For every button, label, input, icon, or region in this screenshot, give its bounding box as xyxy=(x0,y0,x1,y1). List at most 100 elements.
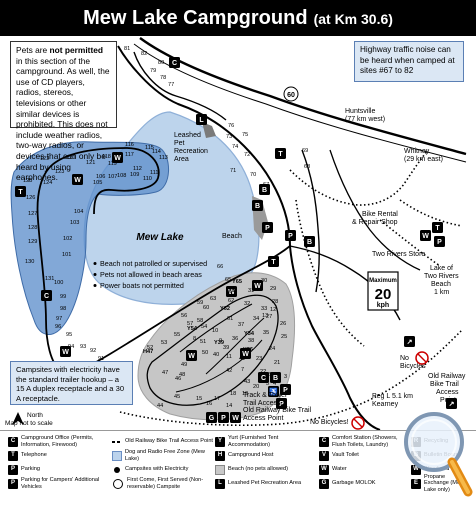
campsite-58[interactable]: 58 xyxy=(197,318,203,324)
campsite-27[interactable]: 27 xyxy=(266,314,272,320)
campsite-123[interactable]: 123 xyxy=(55,169,64,175)
campsite-128[interactable]: 128 xyxy=(28,225,37,231)
campsite-74[interactable]: 74 xyxy=(232,144,238,150)
campsite-34[interactable]: 34 xyxy=(253,316,259,322)
magnifier-icon[interactable] xyxy=(398,408,474,500)
water-icon[interactable] xyxy=(420,230,431,241)
campsite-10[interactable]: 10 xyxy=(212,328,218,334)
campsite-105[interactable]: 105 xyxy=(93,180,102,186)
campsite-104[interactable]: 104 xyxy=(74,209,83,215)
campsite-111[interactable]: 111 xyxy=(150,170,159,176)
campsite-99[interactable]: 99 xyxy=(60,294,66,300)
campsite-121[interactable]: 121 xyxy=(86,160,95,166)
campsite-45[interactable]: 45 xyxy=(174,394,180,400)
campsite-98[interactable]: 98 xyxy=(60,306,66,312)
water-icon[interactable] xyxy=(72,174,83,185)
campsite-17[interactable]: 17 xyxy=(214,396,220,402)
yurt-Y54[interactable]: Y54 xyxy=(187,326,198,332)
campsite-100[interactable]: 100 xyxy=(54,280,63,286)
campsite-49[interactable]: 49 xyxy=(181,362,187,368)
campsite-93[interactable]: 93 xyxy=(80,344,86,350)
water-icon[interactable] xyxy=(186,350,197,361)
campground-office-icon[interactable] xyxy=(258,372,269,383)
parking-icon[interactable] xyxy=(280,384,291,395)
water-icon[interactable] xyxy=(252,280,263,291)
campsite-114[interactable]: 114 xyxy=(152,149,161,155)
campsite-36[interactable]: 36 xyxy=(232,336,238,342)
accessible-icon[interactable] xyxy=(268,386,279,397)
campsite-25[interactable]: 25 xyxy=(281,334,287,340)
campsite-15[interactable]: 15 xyxy=(196,396,202,402)
water-icon[interactable] xyxy=(112,152,123,163)
campsite-101[interactable]: 101 xyxy=(62,252,71,258)
campsite-22[interactable]: 22 xyxy=(260,369,266,375)
parking-icon[interactable] xyxy=(262,222,273,233)
campsite-4[interactable]: 4 xyxy=(273,381,276,387)
campsite-20[interactable]: 20 xyxy=(253,384,259,390)
campsite-120[interactable]: 120 xyxy=(66,155,75,161)
campsite-118[interactable]: 118 xyxy=(102,154,111,160)
campsite-125[interactable]: 125 xyxy=(23,178,32,184)
campsite-3[interactable]: 3 xyxy=(284,374,287,380)
yurt-Y62[interactable]: Y62 xyxy=(220,306,230,312)
campsite-42[interactable]: 42 xyxy=(226,368,232,374)
campsite-117[interactable]: 117 xyxy=(125,152,134,158)
comfort-station-icon[interactable] xyxy=(169,57,180,68)
campsite-61[interactable]: 61 xyxy=(227,316,233,322)
campsite-76[interactable]: 76 xyxy=(228,123,234,129)
campsite-73[interactable]: 73 xyxy=(226,134,232,140)
campsite-29[interactable]: 29 xyxy=(270,286,276,292)
campsite-80[interactable]: 80 xyxy=(158,60,164,66)
campsite-75[interactable]: 75 xyxy=(242,132,248,138)
campsite-46[interactable]: 46 xyxy=(175,376,181,382)
bike-trail-access-icon[interactable] xyxy=(446,398,457,409)
campsite-64[interactable]: 64 xyxy=(229,289,235,295)
campsite-32[interactable]: 32 xyxy=(244,301,250,307)
campsite-18[interactable]: 18 xyxy=(230,391,236,397)
yurt-Y65[interactable]: Y65 xyxy=(232,279,242,285)
campsite-82[interactable]: 82 xyxy=(141,51,147,57)
campsite-59[interactable]: 59 xyxy=(197,300,203,306)
campsite-7[interactable]: 7 xyxy=(241,367,244,373)
campground-map[interactable]: 60 xyxy=(0,36,476,430)
campsite-81[interactable]: 81 xyxy=(124,46,130,52)
telephone-icon[interactable] xyxy=(268,256,279,267)
campsite-2[interactable]: 2 xyxy=(286,384,289,390)
campsite-116[interactable]: 116 xyxy=(125,142,134,148)
yurt-Y39[interactable]: Y39 xyxy=(214,340,224,346)
campsite-28[interactable]: 28 xyxy=(272,299,278,305)
campsite-94[interactable]: 94 xyxy=(68,344,74,350)
campsite-44[interactable]: 44 xyxy=(157,403,163,409)
parking-icon[interactable] xyxy=(276,398,287,409)
campsite-50[interactable]: 50 xyxy=(202,350,208,356)
campsite-26[interactable]: 26 xyxy=(280,321,286,327)
campsite-38[interactable]: 38 xyxy=(248,338,254,344)
campsite-35[interactable]: 35 xyxy=(263,330,269,336)
campsite-8[interactable]: 8 xyxy=(193,336,196,342)
yurt-H47[interactable]: H47 xyxy=(143,349,153,355)
parking-icon[interactable] xyxy=(285,230,296,241)
campsite-63[interactable]: 63 xyxy=(210,296,216,302)
campsite-19[interactable]: 19 xyxy=(242,391,248,397)
campsite-66[interactable]: 66 xyxy=(217,264,223,270)
campsite-78[interactable]: 78 xyxy=(160,75,166,81)
campsite-127[interactable]: 127 xyxy=(28,211,37,217)
campsite-113[interactable]: 113 xyxy=(159,155,168,161)
campsite-70[interactable]: 70 xyxy=(250,172,256,178)
campsite-97[interactable]: 97 xyxy=(56,316,62,322)
campsite-54[interactable]: 54 xyxy=(201,324,207,330)
campsite-43[interactable]: 43 xyxy=(244,379,250,385)
campsite-112[interactable]: 112 xyxy=(133,166,142,172)
campsite-57[interactable]: 57 xyxy=(187,321,193,327)
campsite-131[interactable]: 131 xyxy=(45,276,54,282)
telephone-icon[interactable] xyxy=(275,148,286,159)
campsite-79[interactable]: 79 xyxy=(150,68,156,74)
campsite-129[interactable]: 129 xyxy=(28,239,37,245)
parking-icon[interactable] xyxy=(218,412,229,423)
campsite-109[interactable]: 109 xyxy=(130,172,139,178)
campsite-67[interactable]: 67 xyxy=(263,182,269,188)
campsite-55[interactable]: 55 xyxy=(174,332,180,338)
yurt-Y34[interactable]: Y34 xyxy=(244,331,255,337)
campsite-119[interactable]: 119 xyxy=(108,161,117,167)
campsite-68[interactable]: 68 xyxy=(304,164,310,170)
